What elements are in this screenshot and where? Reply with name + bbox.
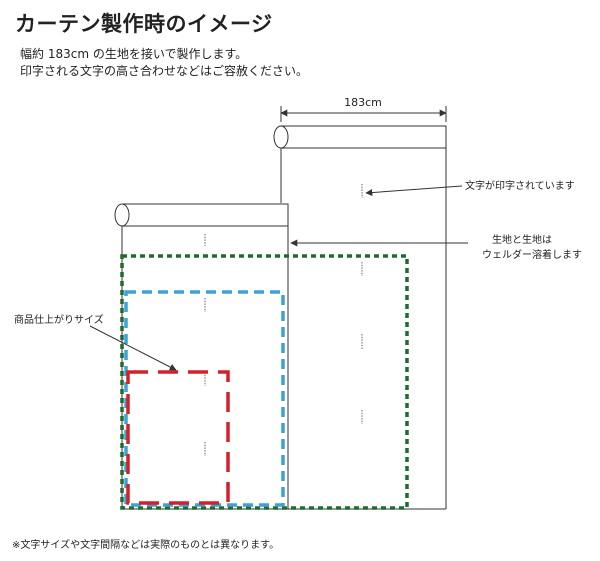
front-fabric-roll [121, 203, 289, 227]
description-line-1: 幅約 183cm の生地を接いで製作します。 [20, 47, 248, 61]
welded-fabric-outline [120, 254, 409, 510]
printed-text-label: 文字が印字されています [465, 179, 575, 192]
footnote: ※文字サイズや文字間隔などは実際のものとは異なります。 [12, 540, 280, 551]
weld-label-line-1: 生地と生地は [492, 233, 552, 246]
blue-size-outline [124, 290, 285, 507]
description-line-2: 印字される文字の高さ合わせなどはご容赦ください。 [20, 64, 309, 78]
printed-text-arrow [365, 185, 463, 197]
weld-label-line-2: ウェルダー溶着します [482, 248, 582, 261]
back-roll-end [273, 125, 289, 149]
finished-size-label: 商品仕上がりサイズ [14, 313, 104, 326]
finished-size-arrow [89, 325, 177, 371]
width-label: 183cm [344, 96, 382, 109]
front-roll-end [114, 203, 130, 227]
page-title: カーテン製作時のイメージ [15, 12, 273, 36]
finished-size-outline [126, 370, 230, 505]
back-fabric-roll [280, 125, 447, 149]
printed-text-marks [204, 184, 363, 456]
